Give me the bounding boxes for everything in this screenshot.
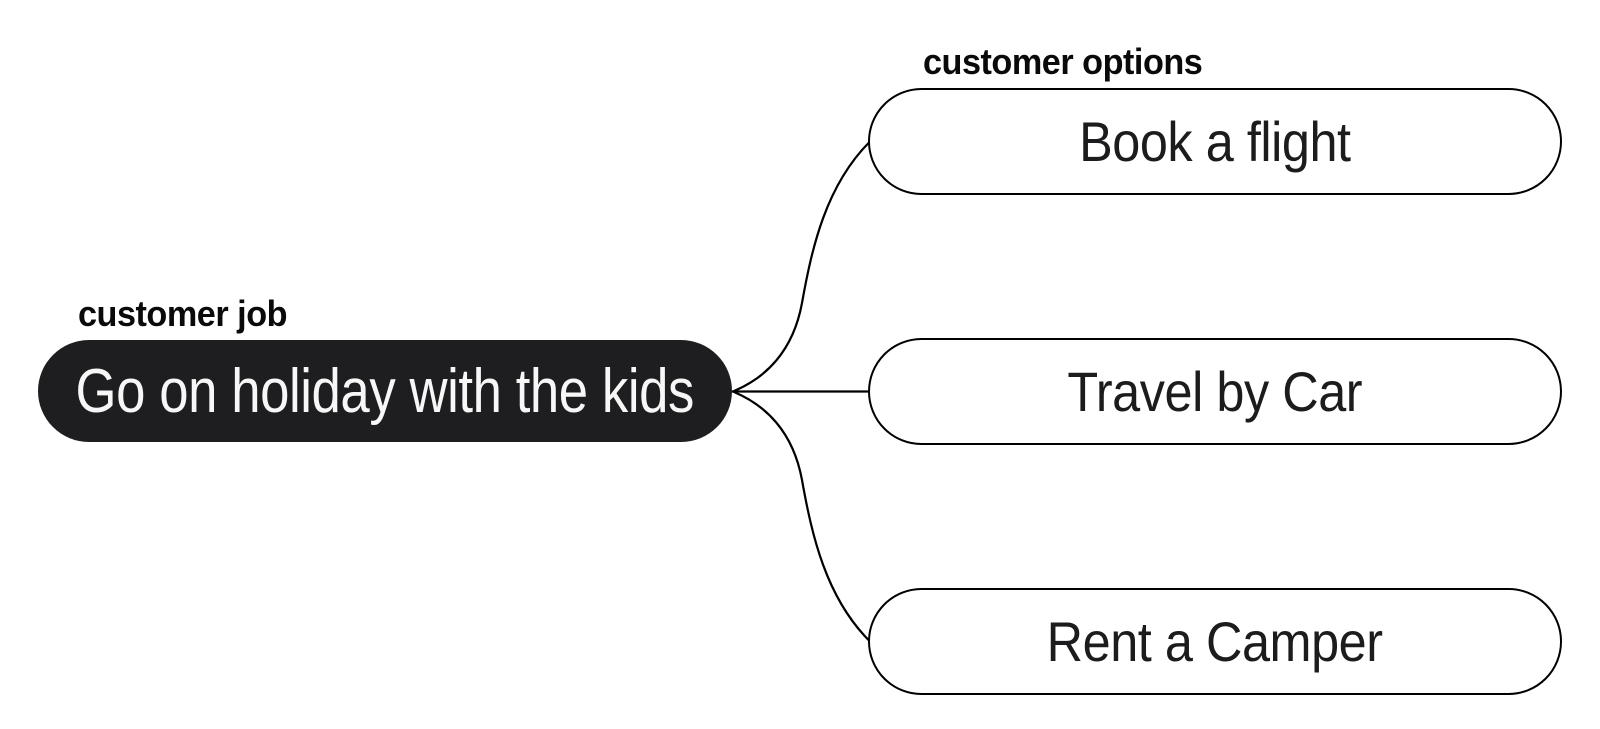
label-customer-job: customer job — [78, 293, 288, 334]
connector-rent-a-camper — [732, 390, 871, 642]
node-book-a-flight-text: Book a flight — [1079, 110, 1351, 173]
node-travel-by-car-text: Travel by Car — [1067, 360, 1363, 423]
label-customer-options: customer options — [923, 41, 1203, 82]
node-book-a-flight[interactable]: Book a flight — [868, 88, 1562, 195]
node-customer-job-text: Go on holiday with the kids — [75, 356, 695, 426]
connector-book-a-flight — [732, 141, 871, 393]
node-rent-a-camper[interactable]: Rent a Camper — [868, 588, 1562, 695]
node-travel-by-car[interactable]: Travel by Car — [868, 338, 1562, 445]
node-rent-a-camper-text: Rent a Camper — [1047, 610, 1383, 673]
node-customer-job[interactable]: Go on holiday with the kids — [38, 340, 732, 442]
